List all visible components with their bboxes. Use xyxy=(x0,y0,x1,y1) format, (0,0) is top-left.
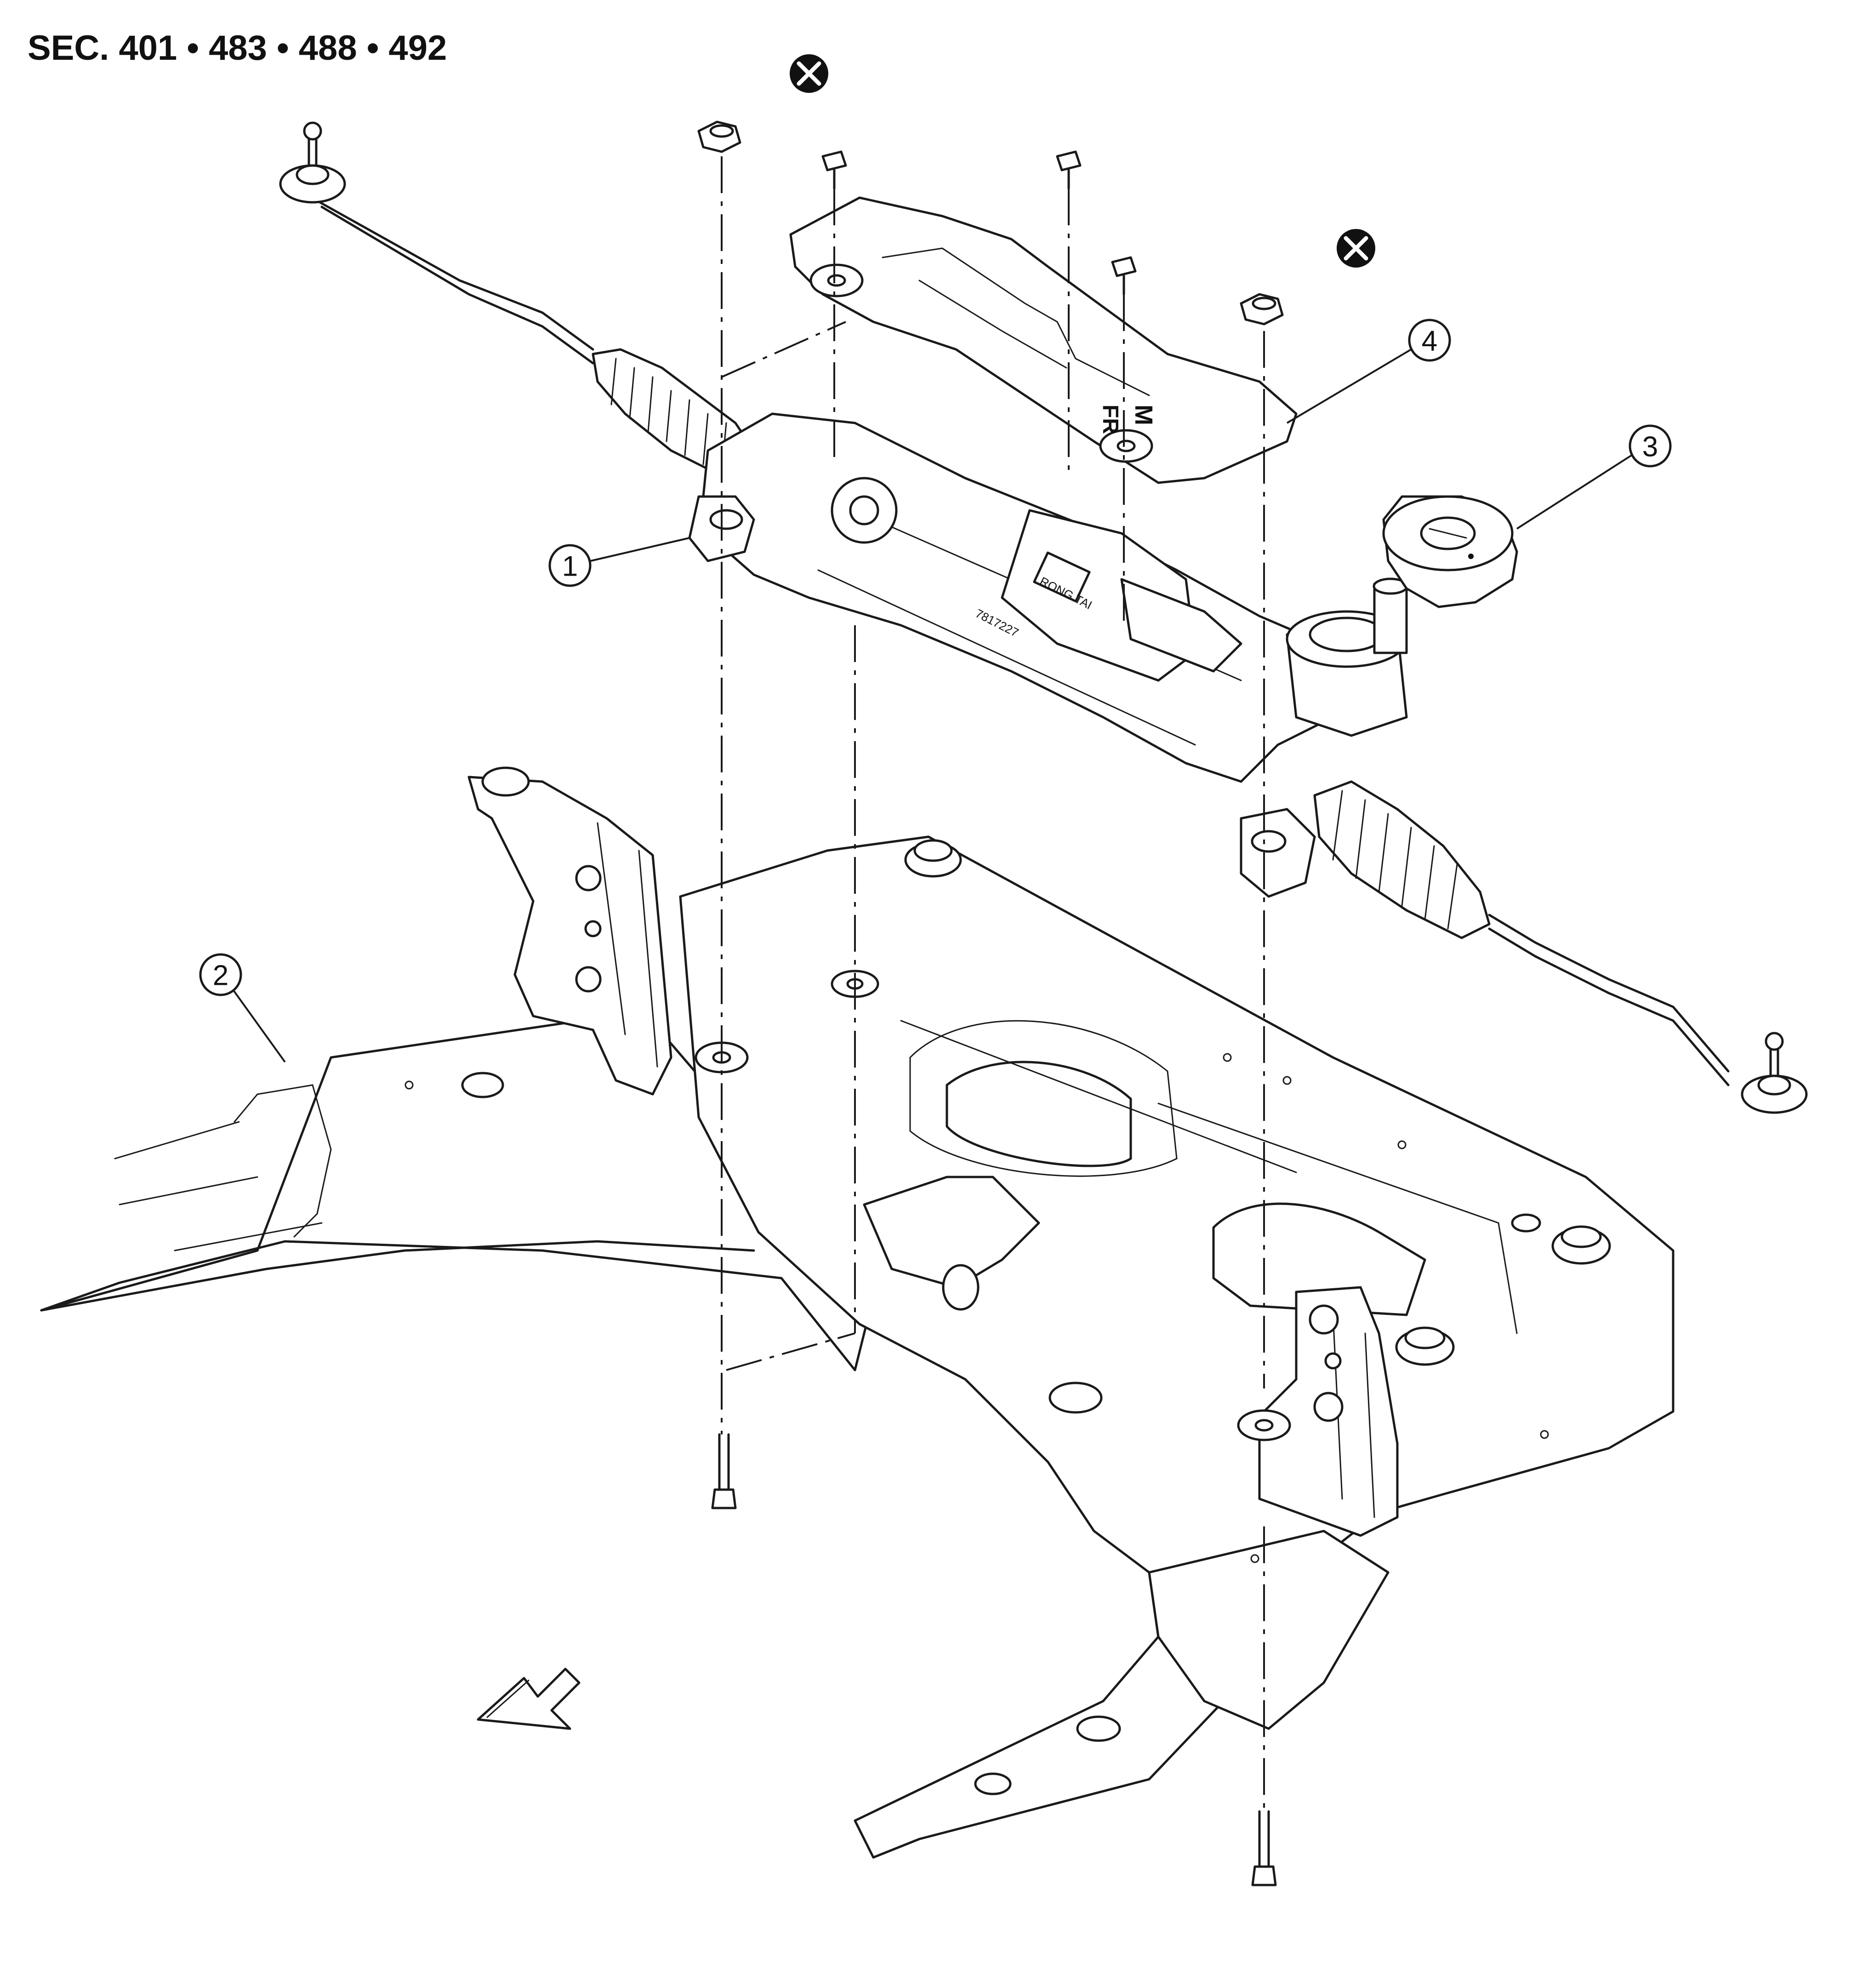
callout-3-label: 3 xyxy=(1642,431,1658,463)
mounting-bolt-left xyxy=(711,1433,737,1509)
callout-1-label: 1 xyxy=(562,551,578,583)
heat-insulator-mark-m: M xyxy=(1130,405,1157,425)
replace-symbol-right xyxy=(1337,229,1375,268)
heat-insulator-mark-fr: FR xyxy=(1098,405,1122,434)
nut-right xyxy=(1240,293,1284,326)
heat-insulator: M FR xyxy=(789,196,1298,484)
callout-1: 1 xyxy=(548,537,690,587)
callout-4: 4 xyxy=(1286,319,1451,424)
insulator-bolt-2 xyxy=(1056,150,1082,190)
insulator-bolt-3 xyxy=(1111,256,1137,296)
insulator-bolt-1 xyxy=(821,150,847,190)
section-header: SEC. 401 • 483 • 488 • 492 xyxy=(28,29,447,68)
steering-gear-assembly: 7817227 RONG TAI xyxy=(279,121,1808,1114)
callout-3: 3 xyxy=(1516,424,1672,530)
front-arrow-icon xyxy=(477,1668,581,1730)
callout-2-label: 2 xyxy=(213,960,228,992)
fasteners xyxy=(697,120,1284,1886)
nut-left xyxy=(697,120,741,153)
callout-2: 2 xyxy=(199,953,286,1063)
callout-4-label: 4 xyxy=(1422,326,1437,357)
grommet xyxy=(1382,495,1518,608)
mounting-bolt-right xyxy=(1251,1810,1277,1886)
front-suspension-member xyxy=(40,766,1675,1859)
replace-symbol-left xyxy=(790,54,828,93)
